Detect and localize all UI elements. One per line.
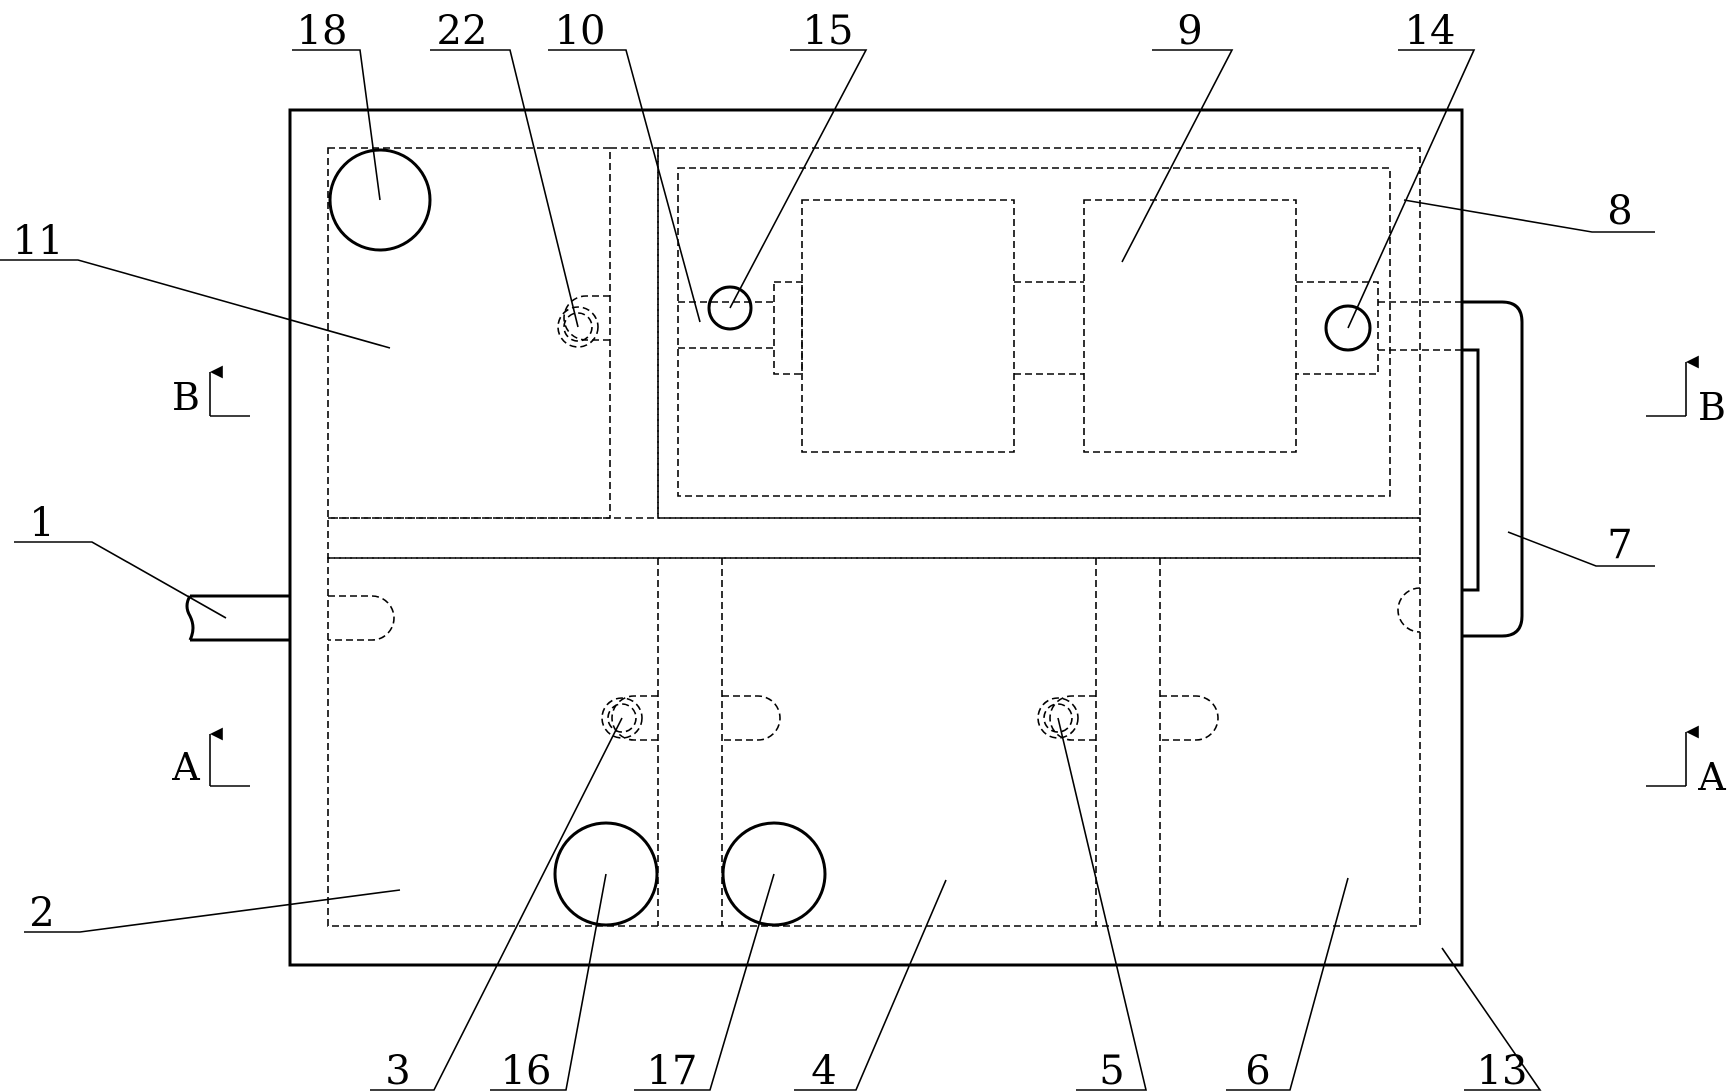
section-marker-a-left: A	[171, 727, 250, 789]
label-1: 1	[29, 500, 54, 546]
label-15: 15	[803, 8, 854, 54]
outer-tank-body	[288, 108, 1464, 967]
port-circle-14	[1324, 304, 1372, 352]
section-marker-b-left: B	[172, 365, 250, 419]
label-2: 2	[29, 890, 54, 936]
label-17: 17	[647, 1048, 698, 1092]
equipment-blocks	[678, 199, 1462, 453]
label-13: 13	[1477, 1048, 1528, 1092]
slot-openings	[328, 295, 1421, 741]
svg-text:A: A	[1697, 755, 1726, 799]
label-11: 11	[13, 218, 64, 264]
label-16: 16	[501, 1048, 552, 1092]
side-handle	[1462, 300, 1524, 638]
port-circle-15	[707, 285, 753, 331]
port-circle-16	[553, 821, 659, 927]
section-marker-a-right: A	[1646, 725, 1726, 799]
label-10: 10	[555, 8, 606, 54]
label-8: 8	[1607, 188, 1632, 234]
svg-text:A: A	[171, 745, 200, 789]
svg-text:B: B	[172, 375, 200, 419]
label-4: 4	[811, 1048, 836, 1092]
label-6: 6	[1245, 1048, 1270, 1092]
leader-lines	[0, 49, 1655, 1091]
label-22: 22	[437, 8, 488, 54]
label-7: 7	[1607, 522, 1632, 568]
section-marker-b-right: B	[1646, 355, 1726, 429]
label-9: 9	[1177, 8, 1202, 54]
port-circle-17	[721, 821, 827, 927]
label-3: 3	[385, 1048, 410, 1092]
label-18: 18	[297, 8, 348, 54]
port-circle-18	[328, 148, 432, 252]
inlet-pipe	[185, 594, 290, 642]
label-5: 5	[1099, 1048, 1124, 1092]
svg-text:B: B	[1698, 385, 1726, 429]
orifice-circles	[557, 306, 1079, 739]
label-14: 14	[1405, 8, 1456, 54]
inner-chambers	[327, 147, 1421, 927]
